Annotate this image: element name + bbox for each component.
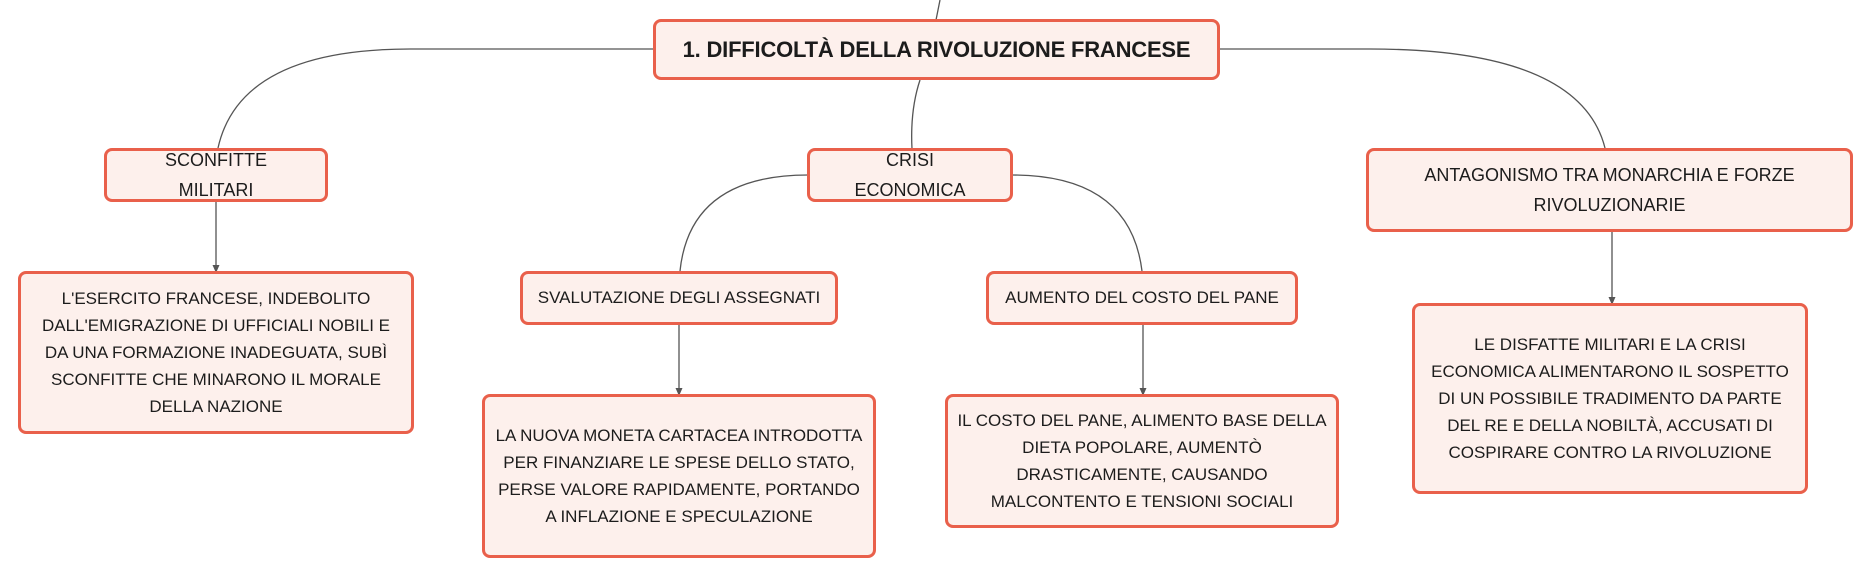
branch-antagonism[interactable]: ANTAGONISMO TRA MONARCHIA E FORZE RIVOLU… [1366, 148, 1853, 232]
branch-economic-crisis[interactable]: CRISI ECONOMICA [807, 148, 1013, 202]
detail-military-defeats[interactable]: L'ESERCITO FRANCESE, INDEBOLITO DALL'EMI… [18, 271, 414, 434]
root-topic[interactable]: 1. DIFFICOLTÀ DELLA RIVOLUZIONE FRANCESE [653, 19, 1220, 80]
connector-economic-sub1 [679, 174, 809, 272]
subtopic-bread-price-increase[interactable]: AUMENTO DEL COSTO DEL PANE [986, 271, 1298, 325]
connector-root-antagonism [1220, 48, 1606, 149]
detail-assignats-devaluation[interactable]: LA NUOVA MONETA CARTACEA INTRODOTTA PER … [482, 394, 876, 558]
arrowhead-antagonism-detail [1608, 297, 1616, 305]
branch-military-defeats-label: SCONFITTE MILITARI [165, 150, 267, 200]
branch-antagonism-label: ANTAGONISMO TRA MONARCHIA E FORZE RIVOLU… [1424, 165, 1795, 215]
detail-military-defeats-text: L'ESERCITO FRANCESE, INDEBOLITO DALL'EMI… [41, 289, 391, 416]
branch-economic-crisis-label: CRISI ECONOMICA [854, 150, 966, 200]
detail-antagonism-text: LE DISFATTE MILITARI E LA CRISI ECONOMIC… [1431, 335, 1789, 462]
arrowhead-sub1-detail [675, 388, 683, 396]
subtopic-assignats-devaluation[interactable]: SVALUTAZIONE DEGLI ASSEGNATI [520, 271, 838, 325]
root-topic-label: 1. DIFFICOLTÀ DELLA RIVOLUZIONE FRANCESE [682, 36, 1191, 62]
arrowhead-sub2-detail [1139, 388, 1147, 396]
detail-antagonism[interactable]: LE DISFATTE MILITARI E LA CRISI ECONOMIC… [1412, 303, 1808, 494]
detail-bread-price-increase-text: IL COSTO DEL PANE, ALIMENTO BASE DELLA D… [957, 411, 1327, 511]
connector-root-military [217, 48, 655, 149]
connector-economic-sub2 [1011, 174, 1143, 272]
subtopic-bread-price-increase-label: AUMENTO DEL COSTO DEL PANE [1005, 288, 1279, 307]
detail-bread-price-increase[interactable]: IL COSTO DEL PANE, ALIMENTO BASE DELLA D… [945, 394, 1339, 528]
connector-root-economic [911, 79, 921, 150]
connector-parent-root [935, 0, 941, 21]
branch-military-defeats[interactable]: SCONFITTE MILITARI [104, 148, 328, 202]
subtopic-assignats-devaluation-label: SVALUTAZIONE DEGLI ASSEGNATI [537, 288, 821, 307]
arrowhead-military-detail [212, 265, 220, 273]
detail-assignats-devaluation-text: LA NUOVA MONETA CARTACEA INTRODOTTA PER … [495, 426, 863, 526]
